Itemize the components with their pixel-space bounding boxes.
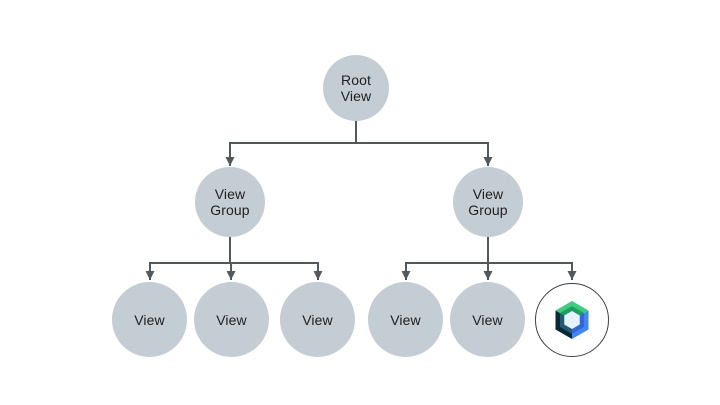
node-view-group-right-label: View Group xyxy=(468,186,508,218)
node-view-1-label: View xyxy=(134,311,165,328)
node-jetpack-compose xyxy=(535,283,609,357)
node-view-group-left-label: View Group xyxy=(210,186,250,218)
node-view-3-label: View xyxy=(302,311,333,328)
node-view-4: View xyxy=(368,282,443,357)
node-view-5: View xyxy=(450,282,525,357)
node-view-group-right: View Group xyxy=(453,167,523,237)
node-root-view: Root View xyxy=(323,55,389,121)
node-root-view-label: Root View xyxy=(340,72,372,104)
node-view-group-left: View Group xyxy=(195,167,265,237)
node-view-3: View xyxy=(280,282,355,357)
node-view-5-label: View xyxy=(472,311,503,328)
node-view-2: View xyxy=(194,282,269,357)
node-view-2-label: View xyxy=(216,311,247,328)
compose-logo-center-hexagon xyxy=(564,311,580,329)
jetpack-compose-logo-icon xyxy=(555,300,589,340)
node-view-1: View xyxy=(112,282,187,357)
node-view-4-label: View xyxy=(390,311,421,328)
